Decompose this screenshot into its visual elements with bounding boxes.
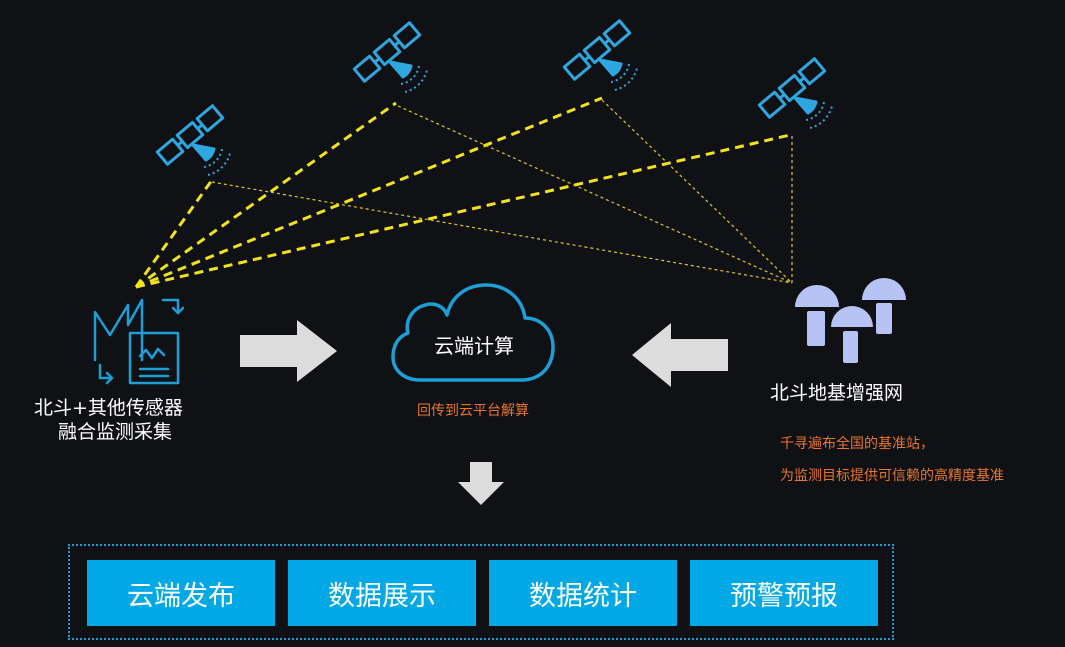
signal-link-1 <box>134 179 214 288</box>
ground-network-title: 北斗地基增强网 <box>770 382 904 404</box>
cloud-subtitle: 回传到云平台解算 <box>417 403 529 419</box>
cloud-title: 云端计算 <box>434 334 514 358</box>
arrow-down-icon <box>458 462 504 505</box>
ground-network-desc-line2: 为监测目标提供可信赖的高精度基准 <box>780 468 1004 484</box>
reference-link-1 <box>211 181 793 284</box>
signal-link-3 <box>135 96 603 289</box>
signal-link-2 <box>135 101 397 289</box>
arrow-left-icon <box>632 323 728 387</box>
data-display-button[interactable]: 数据展示 <box>288 560 476 626</box>
data-statistics-button[interactable]: 数据统计 <box>489 560 677 626</box>
collector-title-line1: 北斗+其他传感器 <box>34 397 183 419</box>
ground-network-desc-line1: 千寻遍布全国的基准站， <box>780 436 934 452</box>
cloud-publish-button[interactable]: 云端发布 <box>87 560 275 626</box>
reference-link-3 <box>601 99 793 284</box>
collector-title-line2: 融合监测采集 <box>58 421 173 443</box>
early-warning-button[interactable]: 预警预报 <box>690 560 878 626</box>
signal-link-4 <box>135 133 791 289</box>
actions-frame <box>68 544 894 640</box>
arrow-right-icon <box>240 320 337 382</box>
